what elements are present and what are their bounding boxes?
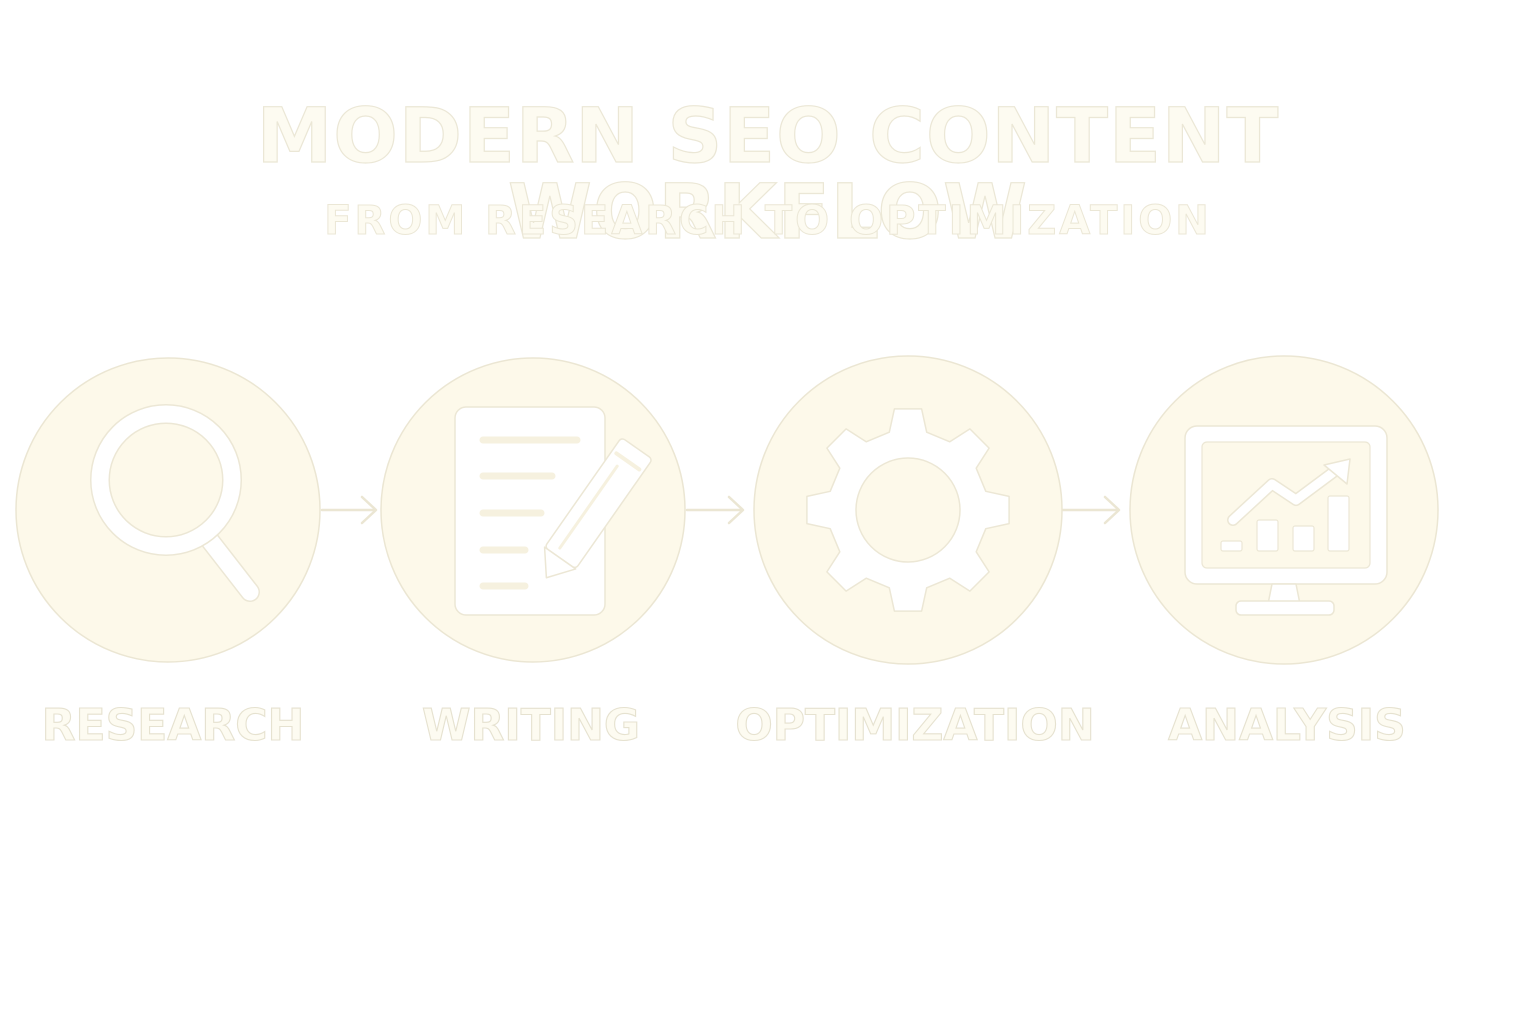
step-writing [380, 357, 686, 663]
arrow-research-to-writing [320, 495, 378, 525]
step-analysis [1129, 355, 1439, 665]
step-research [15, 357, 321, 663]
step-circle [15, 357, 321, 663]
step-label-optimization: OPTIMIZATION [735, 700, 1095, 751]
step-label-analysis: ANALYSIS [1168, 700, 1407, 751]
monitor-chart-icon [1184, 425, 1388, 616]
arrow-optimization-to-analysis [1061, 495, 1121, 525]
step-optimization [753, 355, 1063, 665]
magnifying-glass-icon [90, 404, 260, 602]
step-label-writing: WRITING [421, 700, 641, 751]
step-label-research: RESEARCH [41, 700, 305, 751]
page-subtitle: FROM RESEARCH TO OPTIMIZATION [324, 198, 1212, 244]
document-pencil-icon [454, 406, 652, 616]
page-title: MODERN SEO CONTENT WORKFLOW [256, 91, 1280, 256]
gear-icon [806, 408, 1010, 612]
arrow-writing-to-optimization [685, 495, 745, 525]
